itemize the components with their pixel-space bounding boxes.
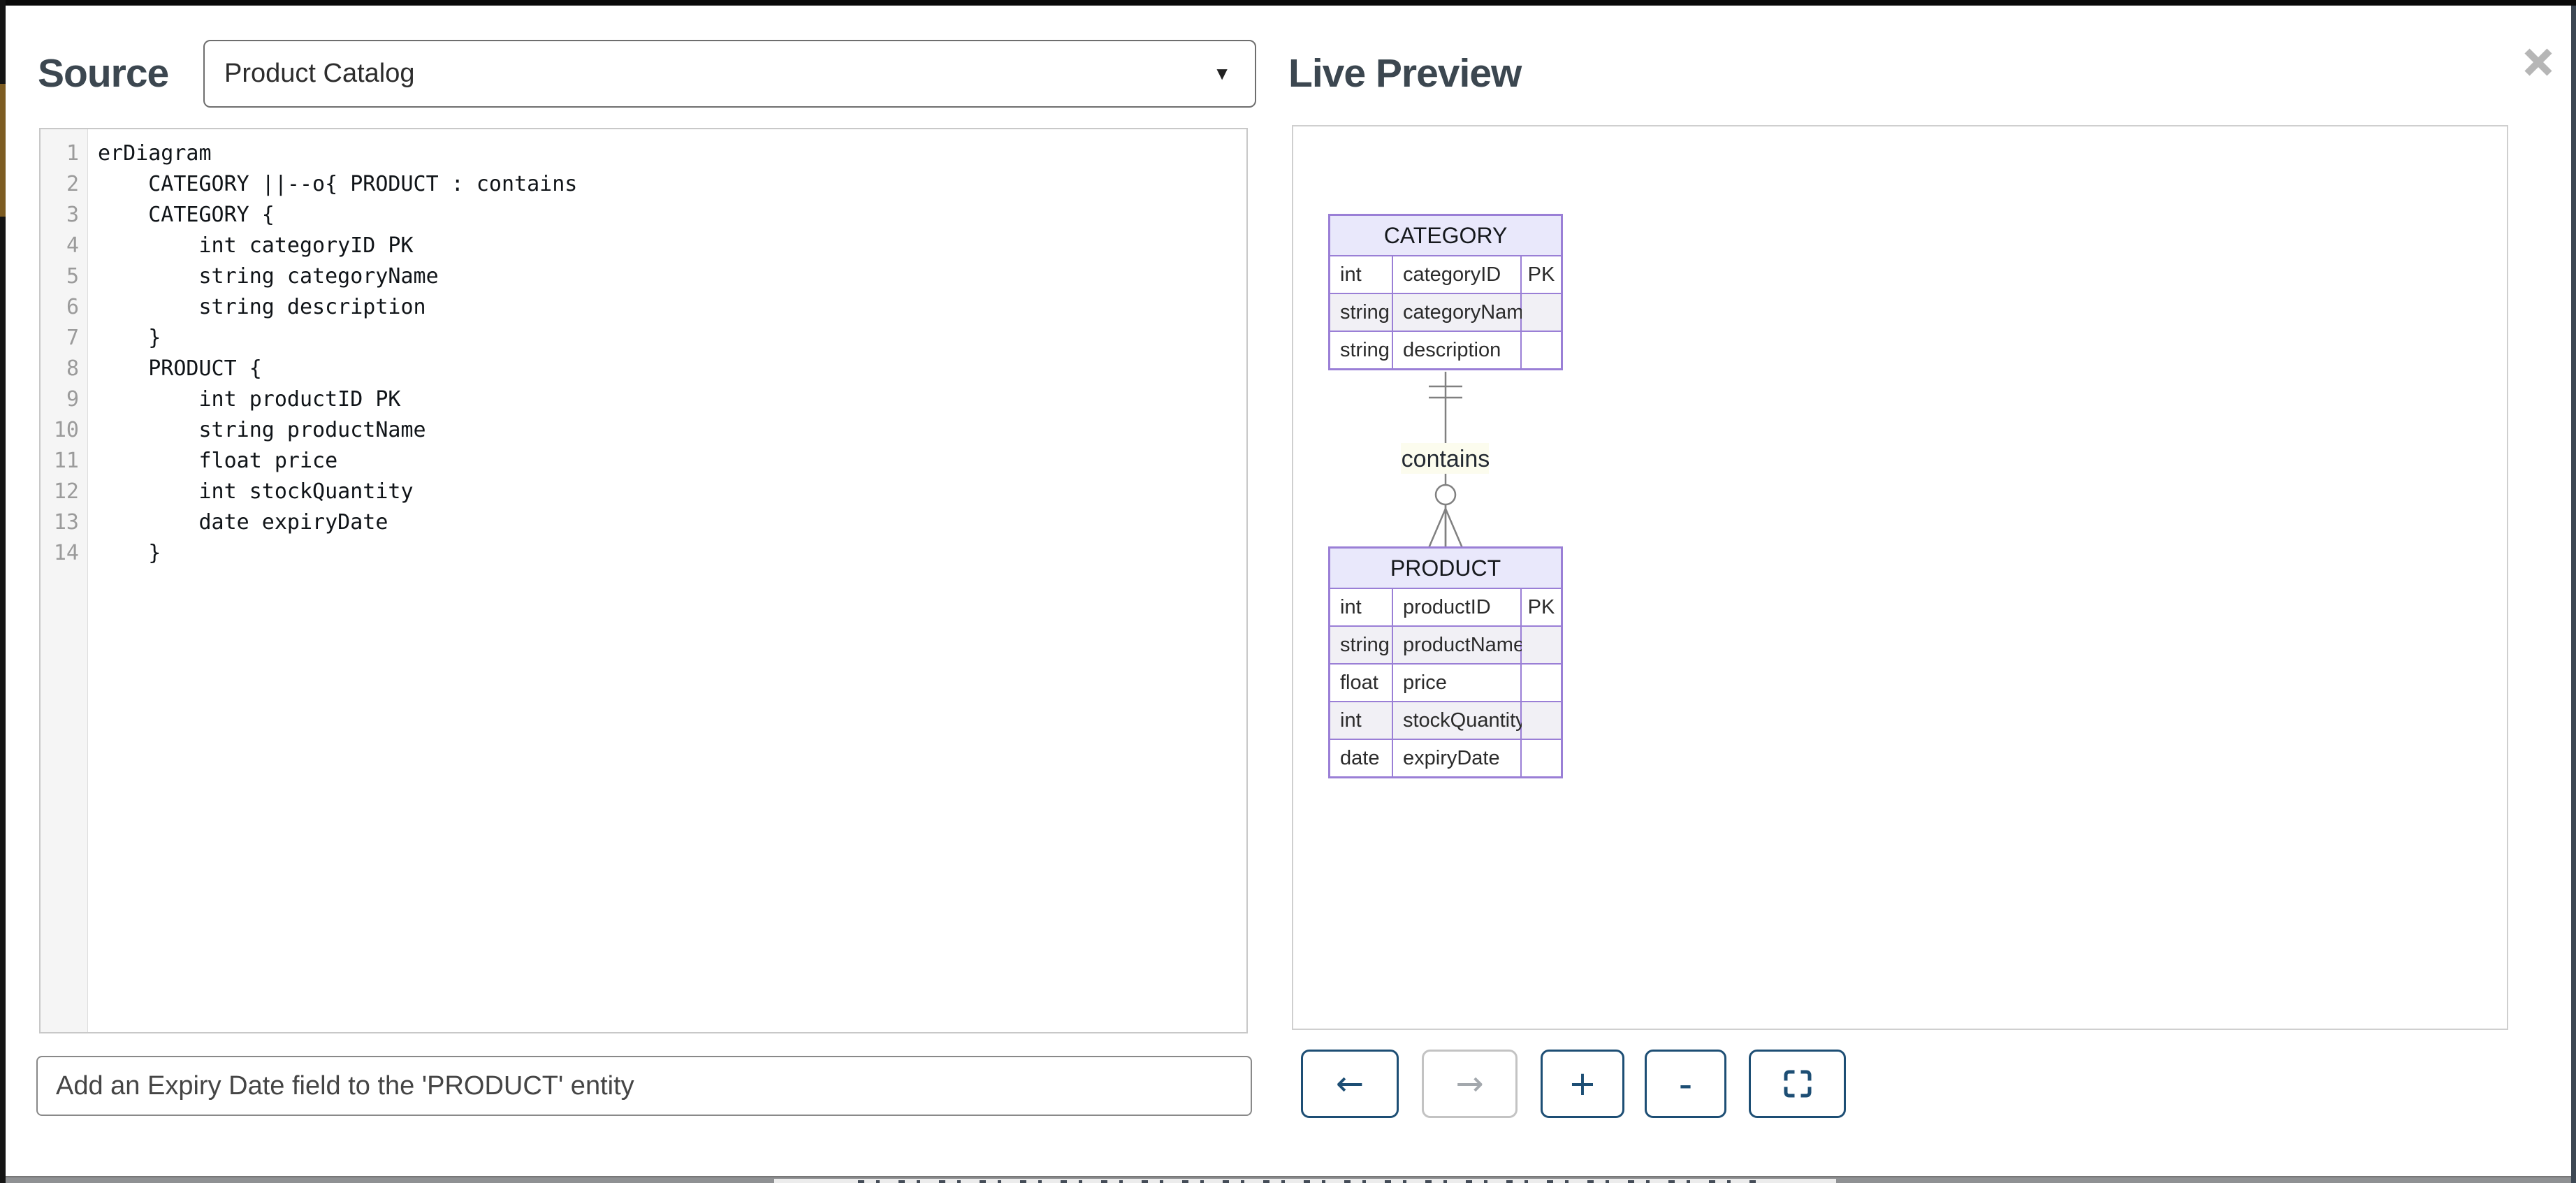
attribute-key-cell bbox=[1522, 294, 1561, 331]
entity-name: PRODUCT bbox=[1330, 549, 1561, 589]
code-line[interactable]: } bbox=[98, 541, 161, 565]
x-close-icon bbox=[2524, 48, 2552, 76]
line-number: 4 bbox=[66, 233, 79, 258]
ai-prompt-input[interactable] bbox=[36, 1056, 1252, 1116]
backdrop-content-bleed bbox=[0, 84, 6, 217]
arrow-right-icon: → bbox=[1455, 1064, 1484, 1103]
attribute-name-cell: categoryID bbox=[1393, 256, 1522, 293]
attribute-type-cell: string bbox=[1330, 332, 1393, 368]
attribute-key-cell: PK bbox=[1522, 256, 1561, 293]
attribute-type-cell: int bbox=[1330, 589, 1393, 625]
code-line[interactable]: erDiagram bbox=[98, 141, 212, 166]
relationship-label: contains bbox=[1402, 446, 1490, 472]
line-number: 9 bbox=[66, 387, 79, 412]
code-line[interactable]: int categoryID PK bbox=[98, 233, 414, 258]
relationship-label-bg bbox=[1401, 443, 1489, 474]
attribute-type-cell: date bbox=[1330, 740, 1393, 776]
close-button[interactable] bbox=[2514, 38, 2563, 87]
fullscreen-button[interactable] bbox=[1749, 1050, 1846, 1118]
dropdown-selected-value: Product Catalog bbox=[224, 59, 415, 88]
line-number: 1 bbox=[66, 141, 79, 166]
code-line[interactable]: CATEGORY ||--o{ PRODUCT : contains bbox=[98, 172, 578, 196]
history-back-button[interactable]: ← bbox=[1301, 1050, 1399, 1118]
attribute-key-cell bbox=[1522, 702, 1561, 739]
attribute-key-cell bbox=[1522, 332, 1561, 368]
plus-icon: + bbox=[1568, 1064, 1597, 1103]
attribute-name-cell: stockQuantity bbox=[1393, 702, 1526, 739]
line-number: 5 bbox=[66, 264, 79, 289]
attribute-type-cell: float bbox=[1330, 665, 1393, 701]
source-panel-title: Source bbox=[38, 51, 169, 96]
code-line[interactable]: PRODUCT { bbox=[98, 356, 262, 381]
line-number: 2 bbox=[66, 172, 79, 196]
attribute-key-cell bbox=[1522, 627, 1561, 663]
backdrop-right-edge bbox=[2571, 6, 2576, 1183]
line-number: 8 bbox=[66, 356, 79, 381]
code-line[interactable]: string categoryName bbox=[98, 264, 439, 289]
code-content[interactable]: erDiagram CATEGORY ||--o{ PRODUCT : cont… bbox=[88, 129, 577, 1032]
line-number: 11 bbox=[53, 449, 79, 473]
attribute-key-cell bbox=[1522, 665, 1561, 701]
history-forward-button[interactable]: → bbox=[1422, 1050, 1518, 1118]
line-number: 13 bbox=[53, 510, 79, 535]
attribute-name-cell: description bbox=[1393, 332, 1522, 368]
code-line[interactable]: int stockQuantity bbox=[98, 479, 414, 504]
entity-name: CATEGORY bbox=[1330, 216, 1561, 256]
relationship-one-to-many-connector: contains bbox=[1401, 372, 1490, 548]
code-line[interactable]: string description bbox=[98, 295, 426, 319]
attribute-type-cell: string bbox=[1330, 294, 1393, 331]
attribute-type-cell: string bbox=[1330, 627, 1393, 663]
attribute-type-cell: int bbox=[1330, 256, 1393, 293]
attribute-key-cell: PK bbox=[1522, 589, 1561, 625]
background-page-strip bbox=[6, 1176, 2571, 1183]
zoom-in-button[interactable]: + bbox=[1541, 1050, 1624, 1118]
preview-panel-title: Live Preview bbox=[1288, 51, 1522, 96]
chevron-down-icon: ▼ bbox=[1213, 63, 1231, 84]
fullscreen-brackets-icon bbox=[1784, 1070, 1811, 1098]
attribute-name-cell: expiryDate bbox=[1393, 740, 1522, 776]
minus-icon: - bbox=[1678, 1061, 1693, 1106]
background-page-clipped-text bbox=[858, 1180, 1766, 1183]
zoom-out-button[interactable]: - bbox=[1645, 1050, 1726, 1118]
code-line[interactable]: float price bbox=[98, 449, 338, 473]
code-line[interactable]: string productName bbox=[98, 418, 426, 442]
code-line[interactable]: date expiryDate bbox=[98, 510, 388, 535]
code-line[interactable]: CATEGORY { bbox=[98, 203, 275, 227]
background-page-clipped-content bbox=[774, 1179, 1836, 1183]
arrow-left-icon: ← bbox=[1335, 1064, 1365, 1103]
diagram-select-dropdown[interactable]: Product Catalog ▼ bbox=[203, 40, 1256, 108]
backdrop-top-edge bbox=[0, 0, 2576, 6]
attribute-name-cell: productName bbox=[1393, 627, 1525, 663]
attribute-name-cell: productID bbox=[1393, 589, 1522, 625]
code-line[interactable]: } bbox=[98, 326, 161, 350]
line-number: 14 bbox=[53, 541, 79, 565]
attribute-key-cell bbox=[1522, 740, 1561, 776]
line-number: 12 bbox=[53, 479, 79, 504]
code-line[interactable]: int productID PK bbox=[98, 387, 401, 412]
attribute-name-cell: price bbox=[1393, 665, 1522, 701]
line-number: 10 bbox=[53, 418, 79, 442]
attribute-type-cell: int bbox=[1330, 702, 1393, 739]
attribute-name-cell: categoryName bbox=[1393, 294, 1535, 331]
line-number: 3 bbox=[66, 203, 79, 227]
line-number: 6 bbox=[66, 295, 79, 319]
backdrop-left-edge bbox=[0, 0, 6, 1183]
line-number: 7 bbox=[66, 326, 79, 350]
